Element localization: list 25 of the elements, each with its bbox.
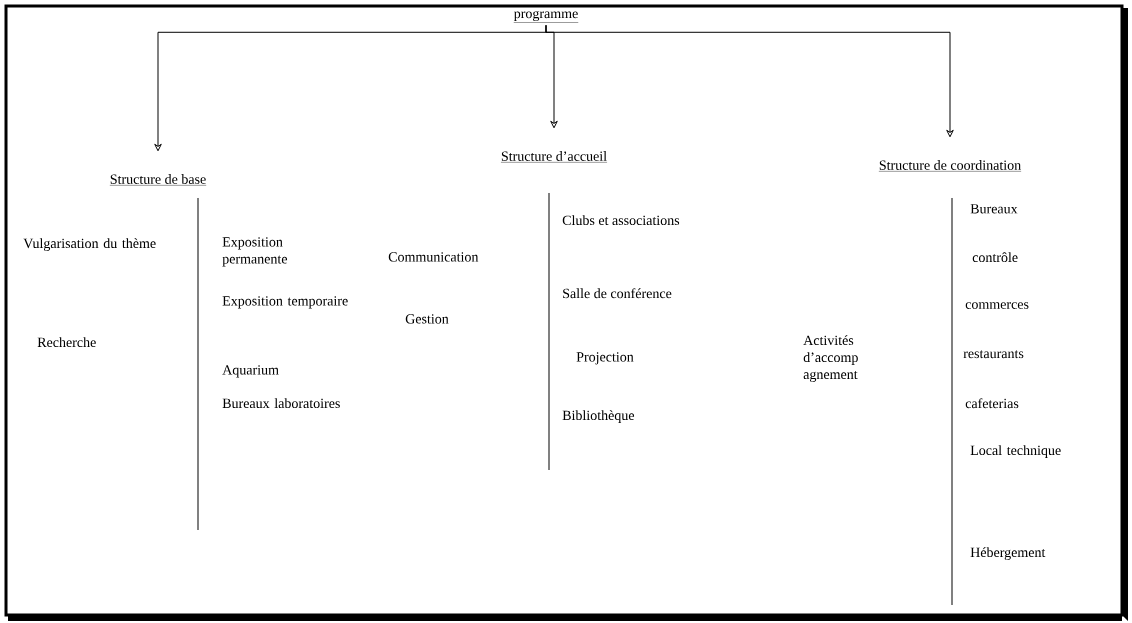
- item-text: Gestion: [405, 314, 449, 324]
- heading-text: Structure de base: [109, 174, 207, 186]
- item-text: Salle de conférence: [563, 288, 672, 299]
- item-text: Vulgarisation du thème: [23, 238, 156, 251]
- item-text: Activités d’accomp agnement: [803, 335, 858, 382]
- item-text: Recherche: [37, 337, 96, 348]
- arrow: [545, 24, 954, 138]
- item-text: contrôle: [972, 252, 1018, 263]
- item-text: Exposition temporaire: [222, 296, 348, 309]
- item-text: Bureaux: [970, 204, 1018, 214]
- item-text: Aquarium: [222, 365, 279, 378]
- heading-text: programme: [513, 10, 579, 23]
- item-text: cafeterias: [965, 398, 1019, 409]
- heading-text: Structure de coordination: [878, 160, 1022, 172]
- item-text: commerces: [965, 302, 1029, 309]
- item-text: Communication: [388, 252, 479, 262]
- heading-text: Structure d’accueil: [500, 151, 608, 163]
- item-text: Local technique: [970, 445, 1061, 458]
- item-text: restaurants: [963, 350, 1024, 359]
- item-text: Bibliothèque: [562, 410, 635, 423]
- item-text: Projection: [576, 352, 634, 365]
- item-text: Exposition permanente: [222, 237, 288, 267]
- item-text: Bureaux laboratoires: [222, 398, 340, 409]
- item-text: Hébergement: [970, 547, 1046, 560]
- item-text: Clubs et associations: [562, 215, 680, 226]
